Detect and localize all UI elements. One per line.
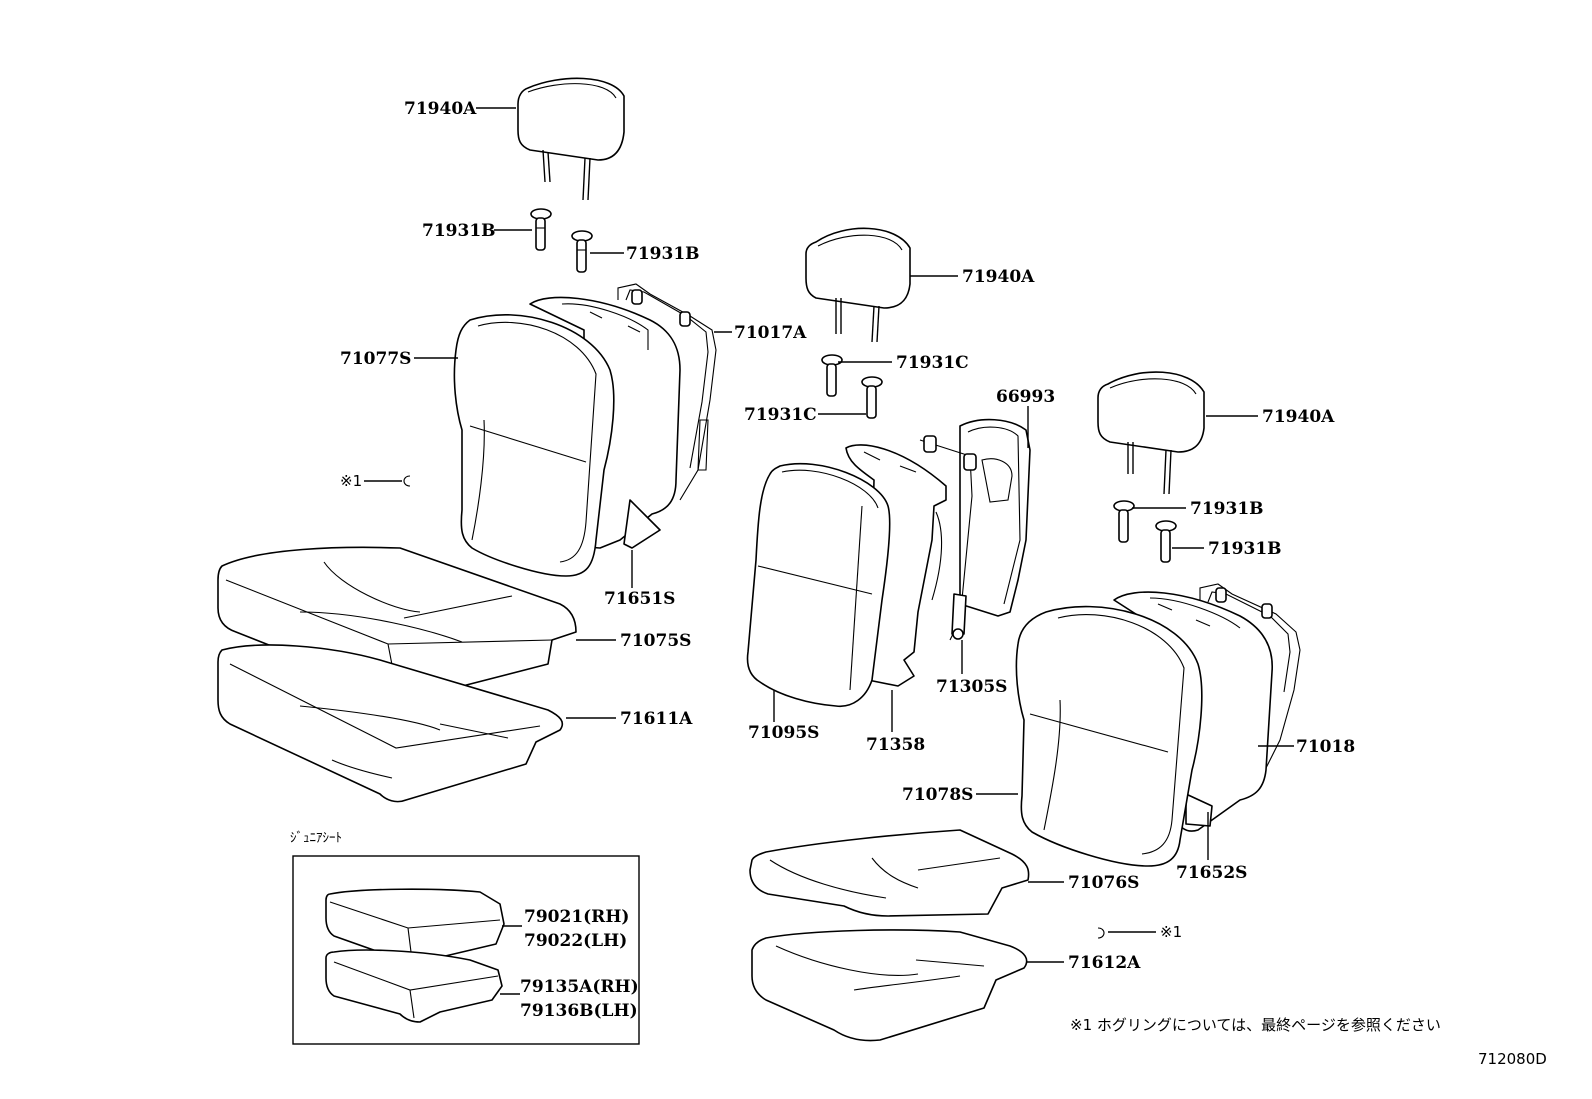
seat-cushion-pad-right bbox=[751, 929, 1028, 1042]
seatback-frame-left bbox=[617, 283, 717, 501]
label-71305S: 71305S bbox=[936, 677, 1007, 697]
hog-ring-ref-left: ※1 bbox=[340, 472, 411, 490]
label-71940A-left: 71940A bbox=[404, 99, 477, 119]
label-71931B-left-1: 71931B bbox=[422, 221, 496, 241]
label-71358: 71358 bbox=[866, 735, 925, 755]
label-71931B-right-2: 71931B bbox=[1208, 539, 1282, 559]
headrest-guide-center-1 bbox=[821, 354, 843, 397]
seat-cushion-pad-left bbox=[217, 644, 564, 803]
label-71612A: 71612A bbox=[1068, 953, 1141, 973]
label-71940A-center: 71940A bbox=[962, 267, 1035, 287]
armrest-frame-center bbox=[919, 418, 1031, 641]
label-71611A: 71611A bbox=[620, 709, 693, 729]
hog-ring-ref-left-text: ※1 bbox=[340, 472, 362, 490]
footnote: ※1 ホグリングについては、最終ページを参照ください bbox=[1070, 1016, 1441, 1034]
label-79136B: 79136B(LH) bbox=[520, 1001, 638, 1021]
label-79022: 79022(LH) bbox=[524, 931, 627, 951]
seatback-cushion-center bbox=[746, 462, 891, 707]
label-71931B-right-1: 71931B bbox=[1190, 499, 1264, 519]
label-71651S: 71651S bbox=[604, 589, 675, 609]
label-71940A-right: 71940A bbox=[1262, 407, 1335, 427]
label-71018: 71018 bbox=[1296, 737, 1355, 757]
junior-seat-box: ｼﾞｭﾆｱｼｰﾄ bbox=[290, 831, 640, 1045]
headrest-left bbox=[517, 77, 625, 201]
label-71931C-1: 71931C bbox=[896, 353, 969, 373]
label-71931B-left-2: 71931B bbox=[626, 244, 700, 264]
headrest-guide-right-2 bbox=[1155, 520, 1177, 563]
label-71017A: 71017A bbox=[734, 323, 807, 343]
junior-seat-title: ｼﾞｭﾆｱｼｰﾄ bbox=[290, 831, 342, 846]
label-71076S: 71076S bbox=[1068, 873, 1139, 893]
headrest-guide-left-1 bbox=[530, 208, 552, 251]
part-labels: 71940A 71931B 71931B 71017A 71077S 71651… bbox=[340, 99, 1355, 1021]
headrest-guide-left-2 bbox=[571, 230, 593, 273]
label-71078S: 71078S bbox=[902, 785, 973, 805]
hog-ring-ref-right: ※1 bbox=[1097, 923, 1182, 941]
label-71075S: 71075S bbox=[620, 631, 691, 651]
leader-lines bbox=[414, 107, 1294, 995]
headrest-guide-right-1 bbox=[1113, 500, 1135, 543]
diagram-id: 712080D bbox=[1478, 1050, 1547, 1068]
headrest-center bbox=[805, 227, 911, 343]
headrest-guide-center-2 bbox=[861, 376, 883, 419]
junior-seat-pad bbox=[325, 949, 503, 1023]
seatback-cushion-left bbox=[453, 313, 615, 577]
label-71095S: 71095S bbox=[748, 723, 819, 743]
label-79135A: 79135A(RH) bbox=[520, 977, 639, 997]
hog-ring-ref-right-text: ※1 bbox=[1160, 923, 1182, 941]
label-79021: 79021(RH) bbox=[524, 907, 629, 927]
label-71931C-2: 71931C bbox=[744, 405, 817, 425]
seatback-cushion-right bbox=[1015, 605, 1203, 867]
headrest-right bbox=[1097, 371, 1205, 495]
label-71652S: 71652S bbox=[1176, 863, 1247, 883]
label-71077S: 71077S bbox=[340, 349, 411, 369]
seat-cushion-right bbox=[749, 829, 1030, 917]
label-66993: 66993 bbox=[996, 387, 1055, 407]
